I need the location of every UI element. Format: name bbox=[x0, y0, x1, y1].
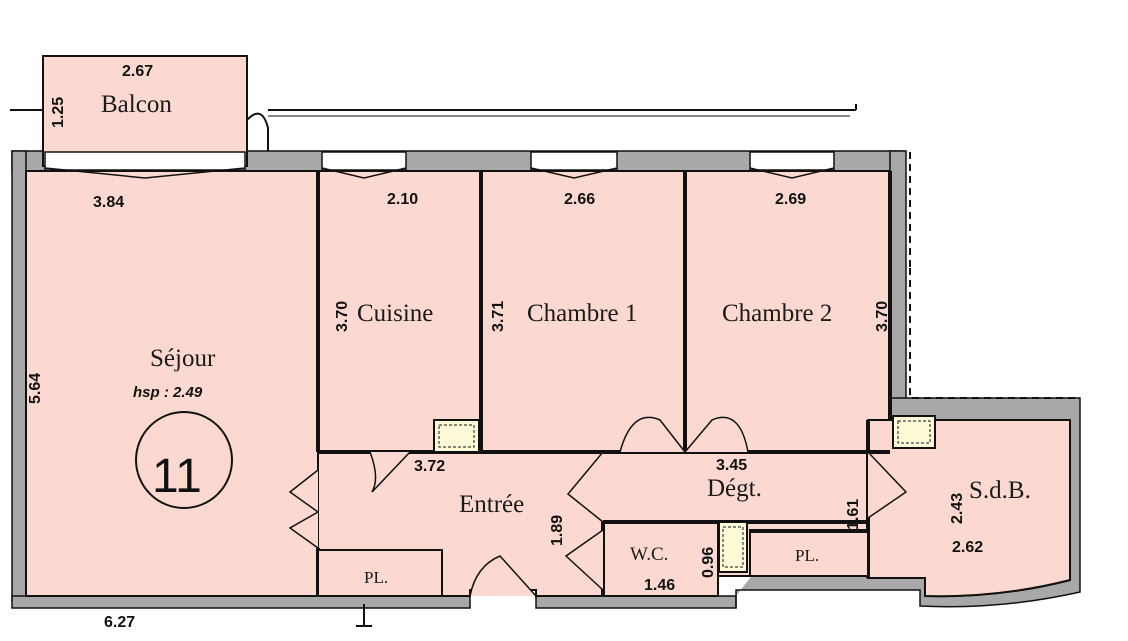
chambre1-width: 2.66 bbox=[564, 191, 595, 208]
sdb-depth: 2.43 bbox=[949, 493, 966, 524]
lot-circle bbox=[135, 411, 233, 509]
dashed-boundary bbox=[909, 152, 1078, 399]
cuisine-bottom: 3.72 bbox=[414, 458, 445, 475]
sdb-width: 2.62 bbox=[952, 539, 983, 556]
sejour-top-width: 3.84 bbox=[93, 194, 124, 211]
chambre2-room bbox=[684, 170, 891, 453]
sdb-label: S.d.B. bbox=[969, 477, 1031, 504]
cuisine-room bbox=[317, 170, 482, 453]
balcon-label: Balcon bbox=[101, 91, 172, 118]
degt-label: Dégt. bbox=[707, 475, 762, 502]
ducts bbox=[433, 415, 936, 573]
balcon-room bbox=[10, 55, 857, 167]
lot-number: 11 bbox=[152, 450, 202, 503]
chambre1-label: Chambre 1 bbox=[527, 300, 637, 327]
chambre1-height: 3.71 bbox=[490, 301, 507, 332]
cuisine-label: Cuisine bbox=[357, 300, 433, 327]
sejour-height: 5.64 bbox=[27, 373, 44, 404]
wc-width: 1.46 bbox=[644, 577, 675, 594]
room-labels: Balcon 2.67 1.25 Séjour hsp : 2.49 5.64 … bbox=[27, 63, 1031, 631]
rooms bbox=[25, 170, 1071, 598]
wc-depth: 0.96 bbox=[700, 547, 717, 578]
hsp-label: hsp : 2.49 bbox=[133, 384, 203, 401]
degt-placard-label: PL. bbox=[795, 546, 819, 565]
degt-placard bbox=[749, 531, 869, 577]
balcon-width: 2.67 bbox=[122, 63, 153, 80]
chambre2-height: 3.70 bbox=[874, 301, 891, 332]
sejour-room bbox=[25, 170, 319, 597]
doors bbox=[288, 416, 908, 597]
wc-label: W.C. bbox=[630, 544, 668, 565]
sejour-placard bbox=[317, 549, 443, 597]
balcon-depth: 1.25 bbox=[50, 97, 67, 128]
entree-label: Entrée bbox=[459, 491, 524, 518]
chambre2-width: 2.69 bbox=[775, 191, 806, 208]
placards bbox=[317, 531, 869, 597]
windows bbox=[44, 151, 835, 179]
cuisine-width: 2.10 bbox=[387, 191, 418, 208]
sejour-bottom-width: 6.27 bbox=[104, 614, 135, 631]
sejour-placard-label: PL. bbox=[364, 568, 388, 587]
sejour-label: Séjour bbox=[150, 345, 216, 372]
cuisine-height: 3.70 bbox=[334, 301, 351, 332]
chambre2-label: Chambre 2 bbox=[722, 300, 832, 327]
degt-depth: 1.61 bbox=[845, 499, 862, 530]
entree-depth: 1.89 bbox=[549, 515, 566, 546]
degt-width: 3.45 bbox=[716, 457, 747, 474]
sdb-room bbox=[867, 419, 1071, 598]
